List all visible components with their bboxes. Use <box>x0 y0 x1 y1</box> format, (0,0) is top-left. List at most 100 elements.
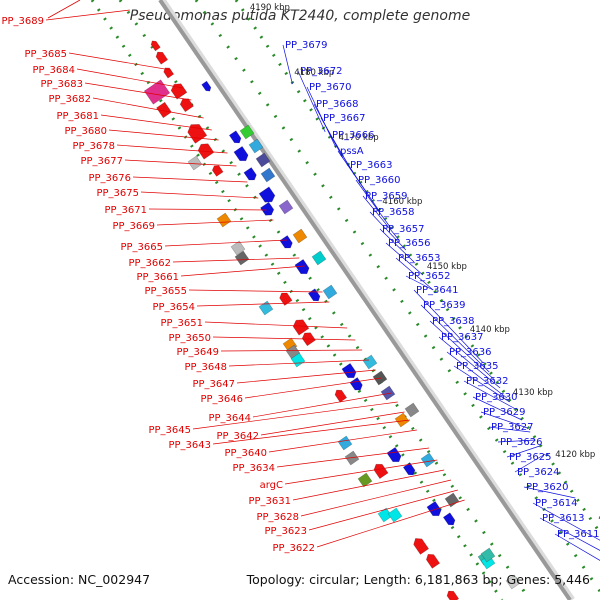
gene-label-right[interactable]: PP_3611 <box>557 529 600 540</box>
gene-label-left[interactable]: PP_3648 <box>184 362 227 373</box>
gene-label-left[interactable]: PP_3645 <box>148 425 191 436</box>
leader-line-left <box>76 68 184 89</box>
gene-label-right[interactable]: PP_3637 <box>441 332 484 343</box>
gene-label-right[interactable]: PP_3635 <box>456 361 499 372</box>
gene-label-right[interactable]: PP_3666 <box>332 130 375 141</box>
gene-label-left[interactable]: PP_3675 <box>96 188 139 199</box>
gene-label-left[interactable]: PP_3631 <box>248 496 291 507</box>
leader-line-right <box>532 502 600 541</box>
gene-label-left[interactable]: PP_3662 <box>128 258 171 269</box>
gene-label-right[interactable]: PP_3639 <box>423 300 466 311</box>
gene-label-right[interactable]: PP_3614 <box>535 498 578 509</box>
gene-label-left[interactable]: PP_3685 <box>24 49 67 60</box>
gene-label-left[interactable]: argC <box>260 480 283 491</box>
gene-label-left[interactable]: PP_3623 <box>264 526 307 537</box>
gene-label-right[interactable]: PP_3653 <box>398 253 441 264</box>
gene-label-right[interactable]: PP_3636 <box>449 347 492 358</box>
gene-arrow <box>386 446 402 463</box>
leader-line-right <box>355 179 392 229</box>
leader-line-left <box>84 82 192 101</box>
leader-line-left <box>236 369 376 384</box>
gene-label-left[interactable]: PP_3676 <box>88 173 131 184</box>
leader-line-left <box>292 469 445 501</box>
gene-label-right[interactable]: PP_3670 <box>309 82 352 93</box>
gene-label-left[interactable]: PP_3654 <box>152 302 195 313</box>
leader-line-right <box>514 453 546 473</box>
gene-arrow <box>260 201 275 216</box>
gene-label-left[interactable]: PP_3628 <box>256 512 299 523</box>
gene-label-left[interactable]: PP_3644 <box>208 413 251 424</box>
leader-line-left <box>188 289 323 293</box>
gene-box <box>248 138 264 154</box>
gene-label-right[interactable]: pssA <box>340 146 364 157</box>
track-dots <box>90 0 504 600</box>
gene-label-right[interactable]: PP_3641 <box>416 285 459 296</box>
leader-line-left <box>172 257 300 263</box>
gene-label-right[interactable]: PP_3630 <box>475 392 518 403</box>
gene-box <box>234 250 250 266</box>
gene-label-right[interactable]: PP_3613 <box>542 513 585 524</box>
gene-label-right[interactable]: PP_3632 <box>466 376 509 387</box>
leader-line-right <box>347 164 381 213</box>
leader-line-right <box>420 304 490 373</box>
gene-label-left[interactable]: PP_3682 <box>48 94 91 105</box>
gene-label-right[interactable]: PP_3672 <box>300 66 343 77</box>
gene-label-left[interactable]: PP_3689 <box>1 16 44 27</box>
gene-label-left[interactable]: PP_3671 <box>104 205 147 216</box>
gene-label-left[interactable]: PP_3661 <box>136 272 179 283</box>
leader-line-left <box>228 359 370 367</box>
gene-label-right[interactable]: PP_3658 <box>372 207 415 218</box>
gene-label-left[interactable]: PP_3650 <box>168 333 211 344</box>
gene-label-left[interactable]: PP_3622 <box>272 543 315 554</box>
gene-label-left[interactable]: PP_3649 <box>176 347 219 358</box>
gene-label-right[interactable]: PP_3667 <box>323 113 366 124</box>
gene-label-left[interactable]: PP_3643 <box>168 440 211 451</box>
gene-label-right[interactable]: PP_3625 <box>509 452 552 463</box>
gene-label-left[interactable]: PP_3665 <box>120 242 163 253</box>
gene-label-left[interactable]: PP_3647 <box>192 379 235 390</box>
gene-label-right[interactable]: PP_3668 <box>316 99 359 110</box>
leader-line-left <box>92 97 204 119</box>
leader-line-left <box>284 459 438 485</box>
gene-label-right[interactable]: PP_3624 <box>517 467 560 478</box>
gene-box <box>377 507 393 523</box>
scale-label: 4170 kbp <box>339 133 379 143</box>
leader-line-left <box>192 401 398 430</box>
gene-label-left[interactable]: PP_3669 <box>112 221 155 232</box>
gene-label-right[interactable]: PP_3652 <box>408 271 451 282</box>
gene-label-right[interactable]: PP_3620 <box>526 482 569 493</box>
gene-label-right[interactable]: PP_3659 <box>365 191 408 202</box>
gene-box <box>337 435 353 451</box>
gene-arrow <box>307 288 321 302</box>
gene-label-left[interactable]: PP_3655 <box>144 286 187 297</box>
gene-label-right[interactable]: PP_3626 <box>500 437 543 448</box>
gene-label-left[interactable]: PP_3646 <box>200 394 243 405</box>
leader-line-right <box>472 396 523 421</box>
gene-label-right[interactable]: PP_3679 <box>285 40 328 51</box>
gene-label-left[interactable]: PP_3683 <box>40 79 83 90</box>
gene-box <box>387 507 403 523</box>
gene-label-left[interactable]: PP_3677 <box>80 156 123 167</box>
gene-label-right[interactable]: PP_3627 <box>491 422 534 433</box>
gene-label-right[interactable]: PP_3638 <box>432 316 475 327</box>
gene-label-left[interactable]: PP_3640 <box>224 448 267 459</box>
gene-label-right[interactable]: PP_3657 <box>382 224 425 235</box>
gene-label-right[interactable]: PP_3660 <box>358 175 401 186</box>
gene-label-right[interactable]: PP_3656 <box>388 238 431 249</box>
leader-line-left <box>156 219 274 226</box>
gene-label-left[interactable]: PP_3642 <box>216 431 259 442</box>
track-dots <box>234 0 600 536</box>
leader-line-left <box>132 176 248 183</box>
gene-label-left[interactable]: PP_3634 <box>232 463 275 474</box>
gene-label-left[interactable]: PP_3678 <box>72 141 115 152</box>
gene-label-left[interactable]: PP_3681 <box>56 111 99 122</box>
gene-label-left[interactable]: PP_3651 <box>160 318 203 329</box>
gene-label-left[interactable]: PP_3684 <box>32 65 75 76</box>
scale-label: 4180 kbp <box>294 68 334 78</box>
gene-arrow <box>228 130 242 144</box>
gene-label-left[interactable]: PP_3680 <box>64 126 107 137</box>
gene-label-right[interactable]: PP_3629 <box>483 407 526 418</box>
scale-label: 4130 kbp <box>513 388 553 398</box>
gene-label-right[interactable]: PP_3663 <box>350 160 393 171</box>
leader-line-left <box>164 239 288 247</box>
